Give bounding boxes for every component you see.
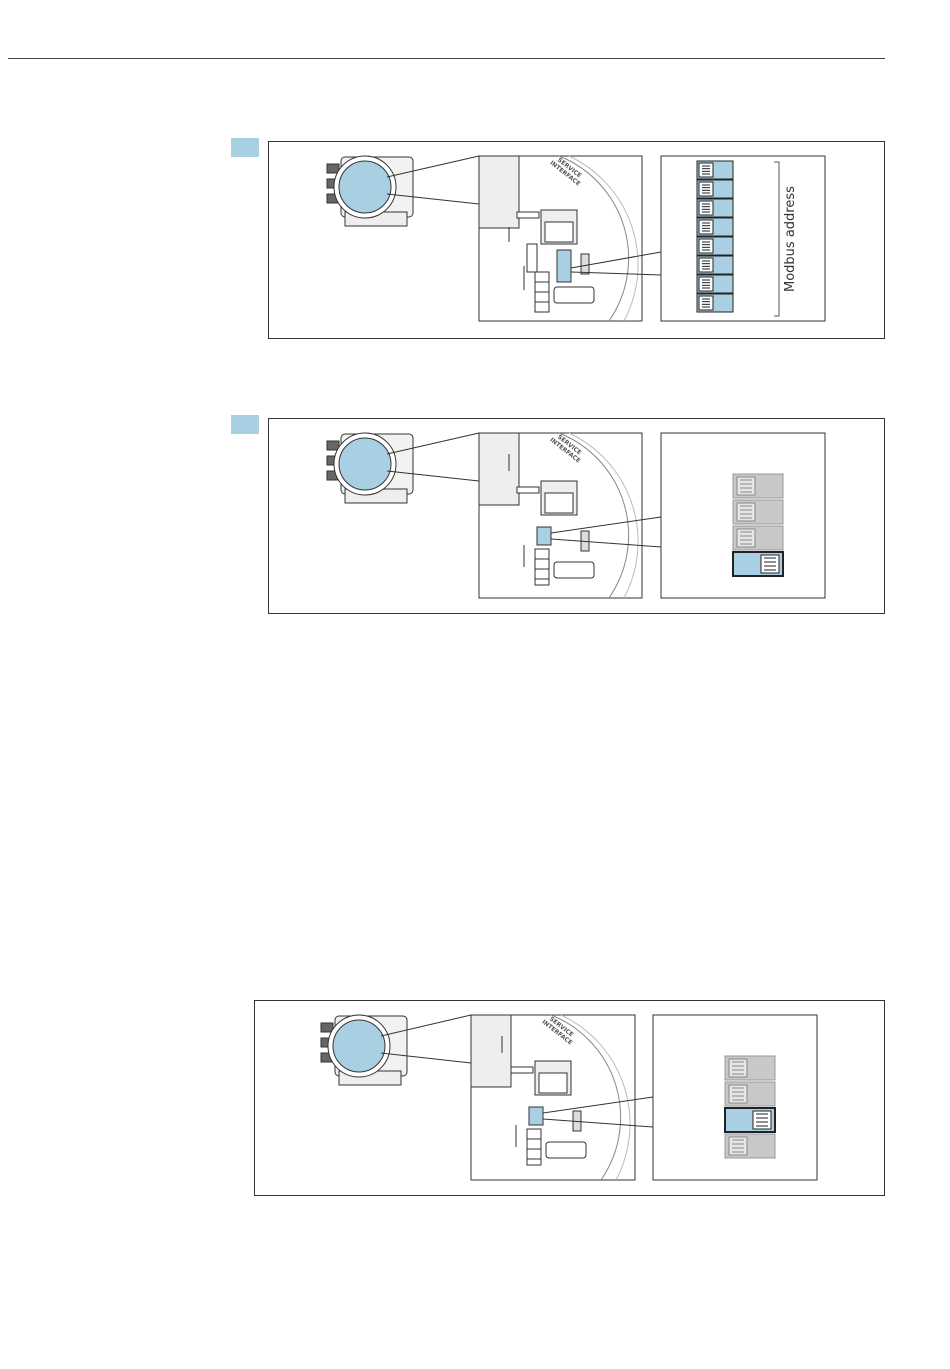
- dip-switch: [697, 180, 733, 198]
- dip-switch: [697, 218, 733, 236]
- dip-switch: [697, 294, 733, 312]
- switch-slider: [729, 1059, 747, 1077]
- switch-slider: [699, 220, 713, 234]
- dip-switch: [697, 275, 733, 293]
- dip-switch: [697, 256, 733, 274]
- switch-slider: [737, 477, 755, 495]
- modbus-address-label: Modbus address: [783, 186, 798, 292]
- dip-switch: [725, 1056, 775, 1080]
- switch-slider: [699, 163, 713, 177]
- switch-slider: [753, 1111, 771, 1129]
- dip-switch: [697, 161, 733, 179]
- switch-slider: [729, 1085, 747, 1103]
- dip-switch: [725, 1082, 775, 1106]
- electronics-compartment-icon: [471, 1015, 635, 1180]
- transmitter-housing-icon: [321, 1015, 407, 1085]
- dip-switch: [733, 526, 783, 550]
- switch-slider: [737, 529, 755, 547]
- dip-switch: [725, 1134, 775, 1158]
- switch-slider: [699, 296, 713, 310]
- switch-slider: [699, 182, 713, 196]
- dip-switch: [697, 237, 733, 255]
- top-rule: [8, 58, 885, 59]
- electronics-compartment-icon: [479, 433, 642, 598]
- dip-switch-bank: [725, 1056, 775, 1158]
- transmitter-housing-icon: [327, 156, 413, 226]
- transmitter-housing-icon: [327, 433, 413, 503]
- switch-slider: [699, 277, 713, 291]
- dip-switch: [697, 199, 733, 217]
- switch-slider: [729, 1137, 747, 1155]
- switch-slider: [699, 201, 713, 215]
- dip-switch-detail: [661, 156, 825, 321]
- switch-slider: [699, 258, 713, 272]
- electronics-compartment-icon: [479, 156, 642, 321]
- switch-slider: [737, 503, 755, 521]
- dip-switch: [725, 1108, 775, 1132]
- figure-1-marker: [231, 138, 259, 157]
- switch-slider: [699, 239, 713, 253]
- dip-switch: [733, 474, 783, 498]
- dip-switch-bank: [697, 161, 733, 312]
- dip-switch: [733, 500, 783, 524]
- figure-2-marker: [231, 415, 259, 434]
- switch-slider: [761, 555, 779, 573]
- dip-switch: [733, 552, 783, 576]
